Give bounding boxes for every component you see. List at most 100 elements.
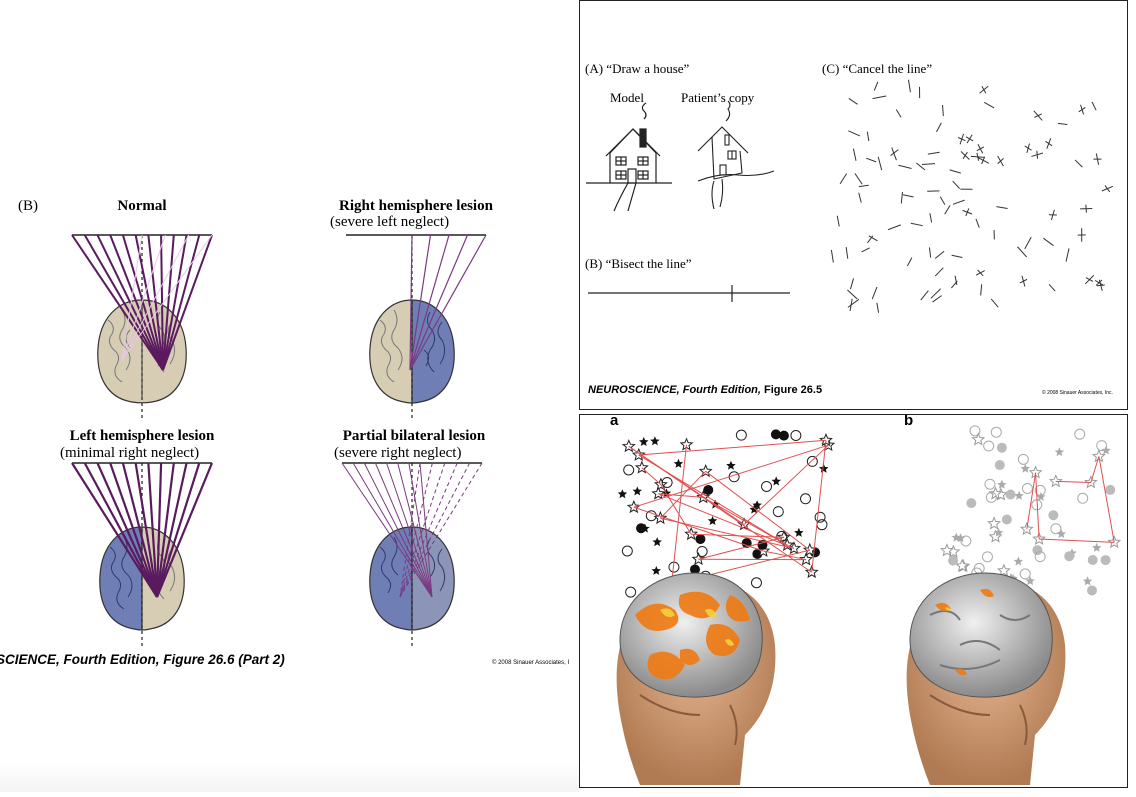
target-line [848, 131, 860, 136]
model-label: Model [610, 90, 644, 105]
circle-item [622, 546, 632, 556]
circle-item [817, 520, 827, 530]
cancel-mark [1097, 285, 1105, 286]
star-item [1025, 576, 1035, 585]
figure-26-5-caption-rest: Figure 26.5 [761, 384, 822, 396]
star-item [674, 459, 684, 468]
target-line [853, 149, 856, 161]
circle-item [815, 512, 825, 522]
patient-copy-drawing [698, 101, 774, 209]
star-item [633, 486, 643, 495]
bisect-line-label: (B) “Bisect the line” [585, 256, 692, 271]
search-array-a [618, 429, 834, 599]
target-line [953, 200, 965, 204]
circle-item [626, 587, 636, 597]
target-line [840, 174, 847, 184]
target-line [950, 170, 961, 173]
cancel-mark [998, 158, 1004, 163]
scan-path [1036, 473, 1040, 539]
scan-path [639, 455, 787, 545]
target-line [848, 299, 859, 307]
cancel-mark [1037, 151, 1038, 159]
target-line [935, 251, 944, 258]
target-line [1049, 284, 1055, 291]
cancel-mark [982, 86, 986, 93]
star-item [1050, 475, 1061, 486]
star-item [653, 488, 664, 499]
target-line [952, 255, 963, 257]
head-a-render [617, 573, 776, 785]
star-item [652, 537, 662, 546]
circle-item [771, 429, 781, 439]
cancel-mark [1086, 205, 1087, 213]
circle-item [991, 427, 1001, 437]
star-item [618, 489, 628, 498]
circle-item [1051, 524, 1061, 534]
figure-26-5-caption-italic: NEUROSCIENCE, Fourth Edition, [588, 384, 761, 396]
target-line [1043, 238, 1053, 245]
target-line [877, 303, 879, 313]
circle-item [697, 546, 707, 556]
star-item [794, 528, 804, 537]
cancel-mark [1034, 114, 1041, 117]
star-item [652, 566, 662, 575]
figure-26-5-copyright: © 2008 Sinauer Associates, Inc. [1042, 389, 1113, 396]
cancel-mark [1045, 141, 1052, 145]
cancel-mark [963, 152, 967, 159]
scan-path [634, 445, 828, 507]
cancel-mark [978, 270, 984, 276]
circle-item [1048, 510, 1058, 520]
head-b-render [907, 573, 1066, 785]
bilateral-title: Partial bilateral lesion [343, 428, 486, 444]
circle-item [1018, 454, 1028, 464]
scan-path [698, 537, 783, 559]
target-line [933, 296, 942, 302]
circle-item [1020, 569, 1030, 579]
bottom-shade [0, 760, 580, 792]
target-line [996, 207, 1007, 209]
cancel-mark [977, 147, 984, 151]
target-line [878, 157, 881, 170]
patient-copy-label: Patient’s copy [681, 90, 755, 105]
circle-item [1087, 585, 1097, 595]
left-lesion-title: Left hemisphere lesion [70, 428, 215, 444]
scan-path [634, 507, 763, 551]
target-line [945, 205, 950, 214]
circle-item [1078, 493, 1088, 503]
draw-house-label: (A) “Draw a house” [585, 61, 690, 76]
target-line [903, 195, 914, 197]
scan-path [1099, 456, 1114, 542]
target-line [1058, 123, 1067, 124]
target-line [1075, 160, 1082, 167]
target-line [850, 278, 853, 289]
fmri-panel: a b [579, 414, 1128, 788]
star-item [1055, 447, 1065, 456]
scan-path [661, 485, 691, 535]
target-line [953, 181, 960, 189]
target-line [908, 80, 910, 92]
star-item [1014, 557, 1024, 566]
target-line [1066, 248, 1069, 261]
scan-path [744, 445, 828, 524]
circle-item [948, 556, 958, 566]
scan-path [1039, 539, 1114, 542]
target-line [984, 102, 994, 108]
cancel-mark [1086, 278, 1093, 282]
target-line [896, 109, 901, 117]
figure-26-6-panel: (B) Normal Right hemisphere lesion (seve… [0, 0, 580, 792]
target-line [1092, 102, 1096, 110]
target-line [874, 82, 878, 91]
cancel-lines-drawing [831, 80, 1112, 313]
star-item [1021, 464, 1031, 473]
circle-item [773, 507, 783, 517]
circle-item [1032, 545, 1042, 555]
star-item [639, 437, 649, 446]
target-line [976, 219, 979, 228]
neglect-tests: (A) “Draw a house” Model Patient’s copy [580, 1, 1126, 407]
circle-item [984, 441, 994, 451]
cancel-mark [966, 137, 973, 141]
circle-item [1088, 555, 1098, 565]
target-line [849, 98, 858, 104]
target-line [928, 152, 940, 154]
circle-item [801, 494, 811, 504]
